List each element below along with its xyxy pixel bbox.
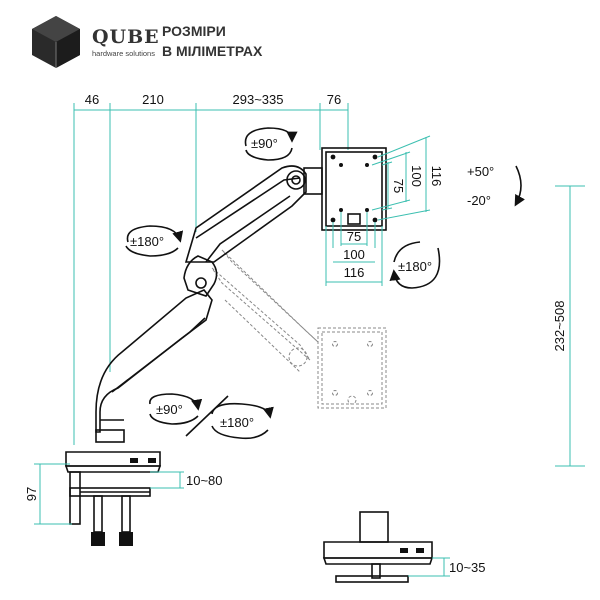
label-tilt-down: -20° (467, 193, 491, 208)
rotation-annotations: ±90° +50° -20° ±180° ±180° ±90° ±180° (125, 127, 525, 440)
tilt-arrow-icon (514, 165, 525, 207)
label-clamp-range: 10~80 (186, 473, 223, 488)
brand-name: QUBE (92, 26, 160, 48)
logo-mark-icon (32, 16, 80, 68)
label-base-height: 97 (24, 487, 39, 501)
label-elbow-swivel: ±180° (130, 234, 164, 249)
elbow-rotate-arrow-icon (126, 225, 184, 243)
base-swivel-arrow-icon (211, 402, 274, 419)
vesa-dimensions: 116 100 75 75 100 116 (325, 135, 444, 286)
swivel-arrow-icon (389, 247, 441, 289)
vesa-height-100: 100 (409, 165, 424, 187)
vesa-width-100: 100 (343, 247, 365, 262)
vesa-width-75: 75 (347, 229, 361, 244)
label-base-rotate: ±90° (156, 402, 183, 417)
top-dimension-chain: 46 210 293~335 76 (73, 92, 349, 445)
grommet-mount (322, 511, 434, 583)
label-height-range: 232~508 (552, 301, 567, 352)
logo (30, 14, 82, 70)
vesa-width-116: 116 (344, 265, 365, 280)
label-grommet-range: 10~35 (449, 560, 486, 575)
title-line-2: В МІЛІМЕТРАХ (162, 43, 263, 59)
dim-label-210: 210 (142, 92, 164, 107)
brand-tagline: hardware solutions (92, 49, 155, 58)
rotate-arrow-icon (244, 127, 298, 147)
clamp-dimensions: 97 10~80 10~35 (24, 463, 486, 577)
dim-label-293-335: 293~335 (233, 92, 284, 107)
label-screen-rotate: ±90° (251, 136, 278, 151)
title-line-1: РОЗМІРИ (162, 23, 226, 39)
vesa-height-116: 116 (429, 166, 444, 187)
dim-label-76: 76 (327, 92, 341, 107)
label-plate-swivel: ±180° (398, 259, 432, 274)
monitor-arm (95, 147, 387, 443)
label-base-swivel: ±180° (220, 415, 254, 430)
label-tilt-up: +50° (467, 164, 494, 179)
height-range-dimension: 232~508 (552, 185, 585, 467)
vesa-height-75: 75 (391, 179, 406, 193)
ghost-arm (211, 249, 387, 409)
desk-clamp-left (64, 451, 162, 546)
base-rotate-arrow-icon (149, 393, 203, 411)
dim-label-46: 46 (85, 92, 99, 107)
